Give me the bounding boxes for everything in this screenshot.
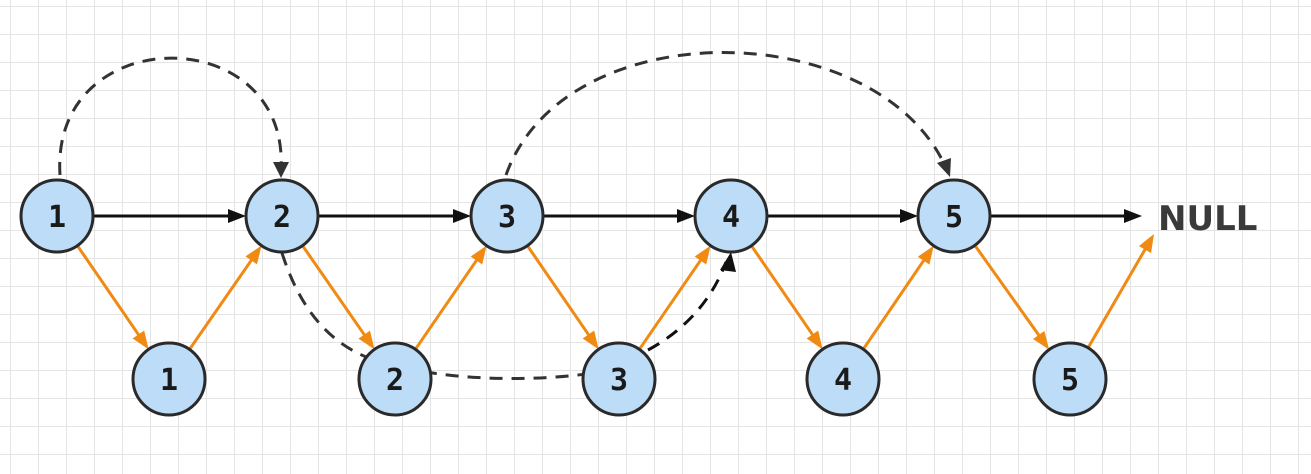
copy-arrow-copy4-to-orig5-head <box>917 245 934 265</box>
copy-arrow-orig3-to-copy3-head <box>582 330 599 350</box>
copy-node-5: 5 <box>1032 341 1108 417</box>
random-arc-3-to-5 <box>504 51 949 176</box>
original-node-circle <box>244 178 320 254</box>
original-node-1: 1 <box>19 178 95 254</box>
copy-arrow-copy2-to-orig3 <box>414 255 481 351</box>
copy-node-circle <box>357 341 433 417</box>
copy-arrow-copy1-to-orig2-head <box>245 245 262 265</box>
random-arc-copy3-to-4 <box>647 261 728 352</box>
copy-node-circle <box>131 341 207 417</box>
null-label: NULL <box>1158 199 1257 239</box>
copy-node-4: 4 <box>805 341 881 417</box>
copy-node-circle <box>1032 341 1108 417</box>
copy-link-arrows <box>76 234 1154 351</box>
original-node-circle <box>19 178 95 254</box>
copy-arrow-orig1-to-copy1 <box>76 244 143 340</box>
copy-arrow-orig5-to-copy5-head <box>1032 330 1050 350</box>
random-arc-copy3-to-4-head <box>720 252 736 272</box>
copy-arrow-orig4-to-copy4-head <box>806 330 823 350</box>
copy-node-2: 2 <box>357 341 433 417</box>
copy-arrow-orig1-to-copy1-head <box>132 330 149 350</box>
copy-arrow-copy4-to-orig5 <box>862 255 928 351</box>
original-node-5: 5 <box>916 178 992 254</box>
original-node-4: 4 <box>693 178 769 254</box>
copy-node-row: 1 2 3 4 5 <box>131 341 1108 417</box>
original-node-row: 1 2 3 4 5 <box>19 178 992 254</box>
original-node-label: 4 <box>722 200 740 235</box>
next-arrow-3-to-4-head <box>677 209 695 223</box>
random-arc-2-through-copy <box>280 252 621 380</box>
original-node-circle <box>693 178 769 254</box>
original-node-label: 1 <box>48 200 66 235</box>
copy-arrow-copy3-to-orig4 <box>638 255 705 351</box>
copy-arrow-copy1-to-orig2 <box>188 255 256 351</box>
next-link-arrows <box>93 209 1142 223</box>
next-arrow-4-to-5-head <box>900 209 918 223</box>
copy-arrow-copy2-to-orig3-head <box>470 245 487 265</box>
copy-node-label: 4 <box>834 363 852 398</box>
random-arc-1-to-2 <box>58 56 283 176</box>
copy-arrow-copy5-to-null <box>1086 244 1149 349</box>
copy-arrow-orig4-to-copy4 <box>750 244 817 340</box>
next-arrow-5-to-null-head <box>1124 209 1142 223</box>
original-node-circle <box>916 178 992 254</box>
random-arc-1-to-2-head <box>273 162 289 178</box>
copy-node-label: 3 <box>610 363 628 398</box>
copy-node-circle <box>581 341 657 417</box>
copy-arrow-orig2-to-copy2-head <box>358 330 375 350</box>
original-node-circle <box>469 178 545 254</box>
original-node-label: 5 <box>945 200 963 235</box>
copy-arrow-orig3-to-copy3 <box>526 244 593 340</box>
copy-arrow-copy3-to-orig4-head <box>694 245 711 265</box>
original-node-label: 3 <box>498 200 516 235</box>
copy-node-label: 5 <box>1061 363 1079 398</box>
copy-node-1: 1 <box>131 341 207 417</box>
copy-node-3: 3 <box>581 341 657 417</box>
copy-arrow-orig5-to-copy5 <box>973 244 1044 341</box>
original-node-3: 3 <box>469 178 545 254</box>
original-node-2: 2 <box>244 178 320 254</box>
copy-arrow-orig2-to-copy2 <box>301 244 369 340</box>
copy-arrow-copy5-to-null-head <box>1138 234 1154 254</box>
copy-node-label: 2 <box>386 363 404 398</box>
next-arrow-1-to-2-head <box>228 209 246 223</box>
copy-node-label: 1 <box>160 363 178 398</box>
copy-node-circle <box>805 341 881 417</box>
random-arc-3-to-5-head <box>937 158 951 177</box>
original-node-label: 2 <box>273 200 291 235</box>
next-arrow-2-to-3-head <box>453 209 471 223</box>
